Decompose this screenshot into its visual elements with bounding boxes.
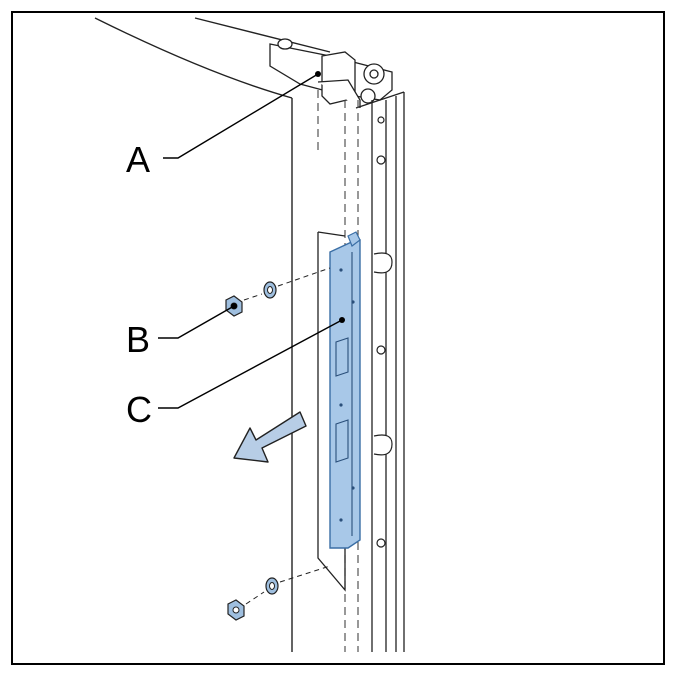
door-edge-rails xyxy=(355,91,405,652)
arrow-pull-out-icon xyxy=(233,411,307,463)
hardware-lower xyxy=(227,565,331,621)
cabinet-top-panel xyxy=(94,17,331,652)
diagram-frame xyxy=(11,11,665,665)
callout-dots xyxy=(231,71,345,323)
hardware-upper xyxy=(225,267,331,317)
hinge-strip-highlight xyxy=(329,231,361,549)
callout-label-a: A xyxy=(126,139,150,180)
panel-recess-top xyxy=(317,231,346,237)
callout-label-c: C xyxy=(126,389,152,430)
rail-holes xyxy=(373,252,393,456)
callout-label-b: B xyxy=(126,319,150,360)
top-hinge-bracket xyxy=(269,38,393,108)
callout-leaders xyxy=(158,73,343,409)
panel-recess-outline xyxy=(317,232,346,592)
rail-screws xyxy=(376,116,386,548)
